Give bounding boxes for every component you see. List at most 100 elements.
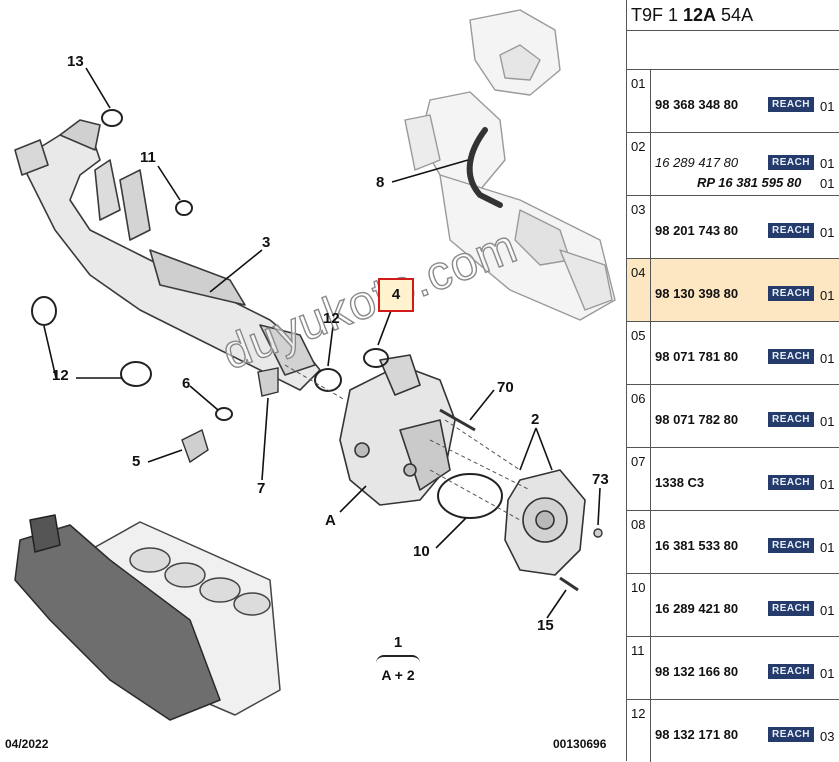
callout-15[interactable]: 15	[537, 617, 554, 634]
water-pump	[504, 469, 586, 576]
quantity: 01	[820, 477, 835, 492]
table-row[interactable]: 03 98 201 743 80 REACH 01	[627, 196, 839, 259]
reach-badge: REACH	[768, 475, 814, 490]
part-reference[interactable]: 98 201 743 80	[655, 223, 739, 238]
reach-badge: REACH	[768, 664, 814, 679]
small-fasteners	[181, 367, 603, 592]
replacement-quantity: 01	[820, 176, 835, 191]
callout-12-left[interactable]: 12	[52, 367, 69, 384]
callout-8[interactable]: 8	[376, 174, 385, 191]
o-rings	[31, 109, 503, 519]
part-reference[interactable]: 98 132 171 80	[655, 727, 739, 742]
dashed-guides	[284, 364, 531, 521]
outline-reference-assembly	[404, 9, 616, 321]
table-row[interactable]: 10 16 289 421 80 REACH 01	[627, 574, 839, 637]
row-number: 03	[627, 196, 651, 258]
assembly-brace	[376, 655, 420, 667]
part-reference[interactable]: 98 132 166 80	[655, 664, 739, 679]
part-reference[interactable]: 98 071 782 80	[655, 412, 739, 427]
plug-5	[181, 429, 209, 464]
callout-A[interactable]: A	[325, 512, 336, 529]
reach-badge: REACH	[768, 155, 814, 170]
o-ring-4	[363, 348, 389, 368]
reach-badge: REACH	[768, 727, 814, 742]
row-number: 05	[627, 322, 651, 384]
part-reference[interactable]: 16 289 421 80	[655, 601, 739, 616]
quantity: 01	[820, 288, 835, 303]
quantity: 01	[820, 225, 835, 240]
quantity: 01	[820, 603, 835, 618]
table-row[interactable]: 02 16 289 417 80 REACH 01 RP 16 381 595 …	[627, 133, 839, 196]
callout-70[interactable]: 70	[497, 379, 514, 396]
bolt-70	[439, 408, 476, 432]
row-number: 01	[627, 70, 651, 132]
callout-10[interactable]: 10	[413, 543, 430, 560]
row-number: 07	[627, 448, 651, 510]
part-reference[interactable]: 98 368 348 80	[655, 97, 739, 112]
row-number: 08	[627, 511, 651, 573]
replacement-reference[interactable]: RP 16 381 595 80	[697, 175, 802, 190]
callout-4-label: 4	[391, 286, 401, 303]
assembly-legend: 1 A + 2	[372, 634, 424, 683]
quantity: 01	[820, 666, 835, 681]
row-number: 10	[627, 574, 651, 636]
row-number: 11	[627, 637, 651, 699]
part-reference[interactable]: 16 381 533 80	[655, 538, 739, 553]
header-bold: 12A	[683, 5, 717, 25]
exploded-parts-diagram: duyukoto.com 13 11 3 8 4 12 12 6 5 7 70 …	[5, 9, 616, 751]
row-number: 12	[627, 700, 651, 762]
o-ring-12-left	[31, 296, 57, 326]
part-reference[interactable]: 1338 C3	[655, 475, 705, 490]
callout-13[interactable]: 13	[67, 53, 84, 70]
quantity: 03	[820, 729, 835, 744]
header-prefix: T9F 1	[631, 5, 684, 25]
table-row[interactable]: 06 98 071 782 80 REACH 01	[627, 385, 839, 448]
table-row[interactable]: 01 98 368 348 80 REACH 01	[627, 70, 839, 133]
quantity: 01	[820, 414, 835, 429]
assembly-number: 1	[393, 634, 403, 651]
table-row[interactable]: 07 1338 C3 REACH 01	[627, 448, 839, 511]
water-manifold-pipe	[14, 119, 321, 391]
table-row-selected[interactable]: 04 98 130 398 80 REACH 01	[627, 259, 839, 322]
callout-11[interactable]: 11	[140, 149, 156, 166]
callout-5[interactable]: 5	[132, 453, 141, 470]
quantity: 01	[820, 99, 835, 114]
callout-73[interactable]: 73	[592, 471, 609, 488]
table-row[interactable]: 11 98 132 166 80 REACH 01	[627, 637, 839, 700]
reach-badge: REACH	[768, 538, 814, 553]
leader-lines	[43, 67, 601, 619]
o-ring-13	[101, 109, 123, 127]
clip-7	[257, 367, 279, 397]
diagram-code: 00130696	[553, 737, 607, 751]
reach-badge: REACH	[768, 286, 814, 301]
callout-4-highlighted[interactable]: 4	[378, 278, 414, 312]
reach-badge: REACH	[768, 412, 814, 427]
table-row[interactable]: 12 98 132 171 80 REACH 03	[627, 700, 839, 762]
callout-7[interactable]: 7	[257, 480, 266, 497]
callout-3[interactable]: 3	[262, 234, 271, 251]
quantity: 01	[820, 540, 835, 555]
quantity: 01	[820, 156, 835, 171]
reach-badge: REACH	[768, 223, 814, 238]
quantity: 01	[820, 351, 835, 366]
assembly-formula: A + 2	[381, 667, 415, 683]
part-reference[interactable]: 98 130 398 80	[655, 286, 739, 301]
table-header: T9F 1 12A 54A	[627, 0, 839, 31]
reach-badge: REACH	[768, 601, 814, 616]
row-number: 06	[627, 385, 651, 447]
o-ring-6	[215, 407, 233, 421]
engine-block	[14, 514, 281, 721]
table-row[interactable]: 08 16 381 533 80 REACH 01	[627, 511, 839, 574]
thermostat-housing	[339, 354, 456, 506]
reach-badge: REACH	[768, 349, 814, 364]
bolt-73	[593, 528, 603, 538]
part-reference[interactable]: 98 071 781 80	[655, 349, 739, 364]
row-number: 02	[627, 133, 651, 195]
o-ring-12-middle	[120, 361, 152, 387]
callout-6[interactable]: 6	[182, 375, 191, 392]
callout-12-right[interactable]: 12	[323, 310, 340, 327]
callout-2[interactable]: 2	[531, 411, 540, 428]
part-reference[interactable]: 16 289 417 80	[655, 155, 739, 170]
diagram-date: 04/2022	[5, 737, 49, 751]
table-row[interactable]: 05 98 071 781 80 REACH 01	[627, 322, 839, 385]
